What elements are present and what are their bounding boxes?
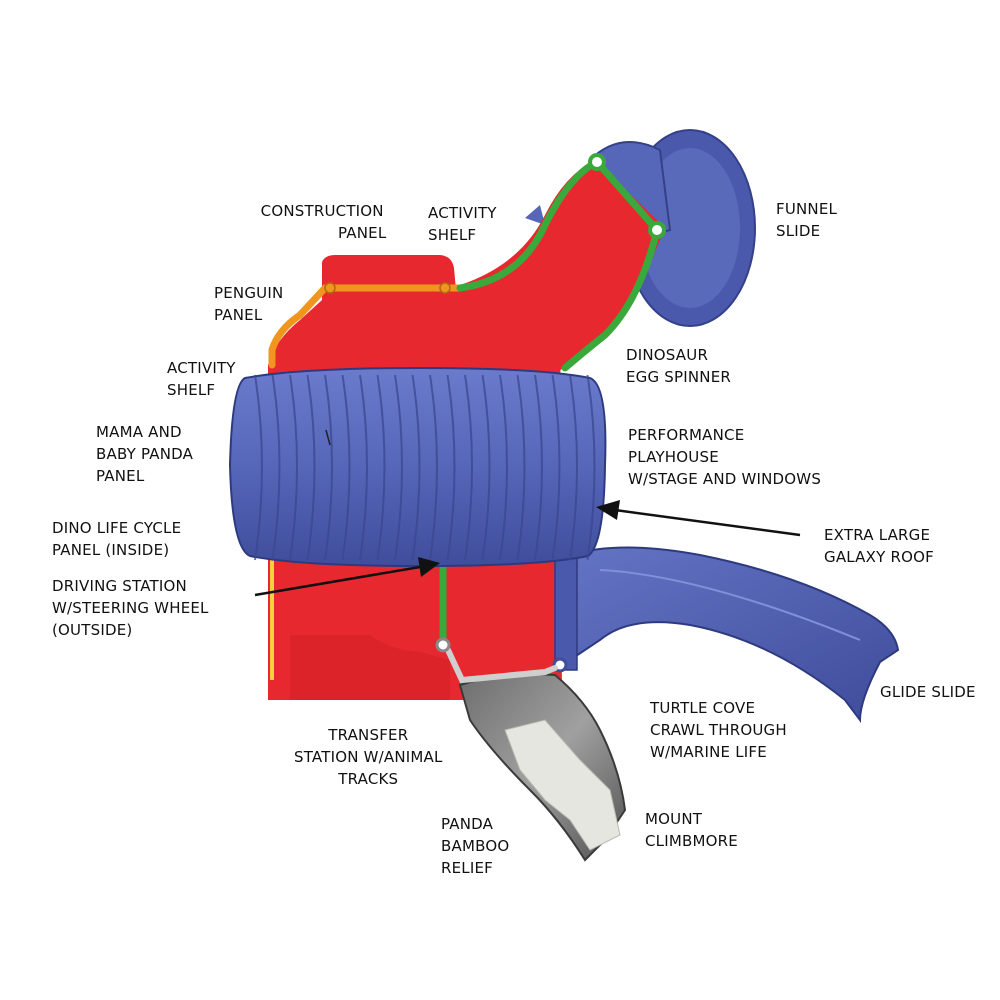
- label-glide-slide: GLIDE SLIDE: [880, 683, 976, 701]
- roof-rib: [569, 374, 578, 561]
- roof-rib: [271, 374, 281, 561]
- roof-rib: [516, 374, 526, 561]
- arrow-galaxy-roof: [596, 500, 801, 537]
- roof-rib: [446, 374, 456, 561]
- roof-rib: [586, 374, 596, 561]
- roof-rib: [341, 374, 351, 561]
- roof-rib: [359, 374, 368, 561]
- arrow-driving-station: [254, 557, 440, 597]
- mount-climbmore: [435, 637, 627, 862]
- roof-rib: [481, 374, 491, 561]
- roof-rib: [254, 374, 263, 561]
- roof-rib: [394, 374, 403, 561]
- roof-rib: [306, 374, 316, 561]
- roof-rib: [429, 374, 438, 561]
- glide-slide: [552, 546, 900, 723]
- green-rail: [439, 153, 666, 645]
- roof-rib: [411, 374, 421, 561]
- orange-rail: [268, 282, 464, 369]
- roof-rib: [499, 374, 508, 561]
- galaxy-roof: [228, 366, 607, 568]
- roof-rib: [376, 374, 386, 561]
- roof-rib: [464, 374, 473, 561]
- roof-rib: [324, 374, 333, 561]
- funnel-slide: [525, 129, 756, 327]
- roof-rib: [289, 374, 298, 561]
- roof-rib: [534, 374, 543, 561]
- roof-rib: [551, 374, 561, 561]
